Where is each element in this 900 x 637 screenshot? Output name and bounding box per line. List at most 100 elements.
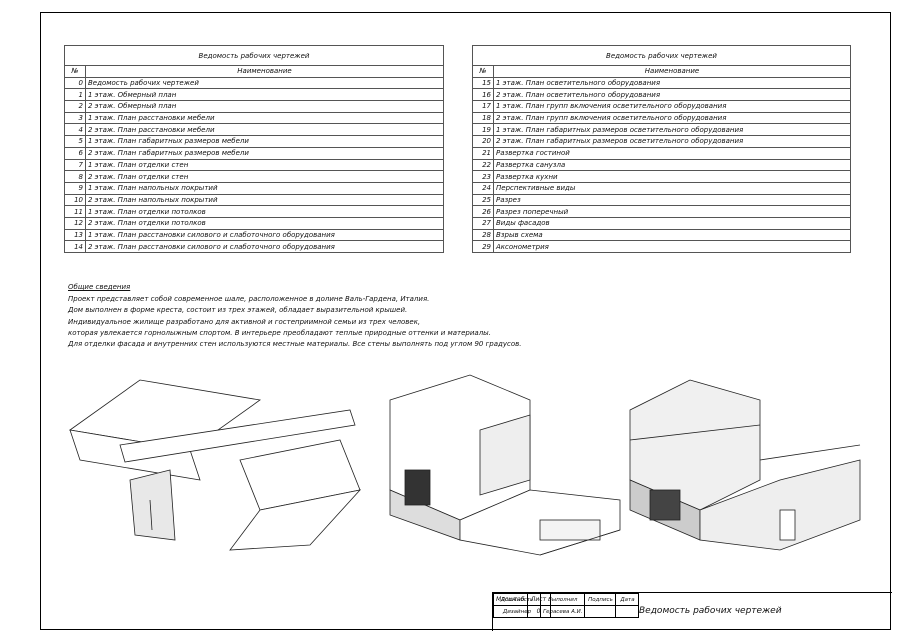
row-number: 3 (64, 111, 86, 125)
row-number: 5 (64, 135, 86, 148)
col-number-header: № (64, 65, 86, 78)
row-number: 10 (64, 193, 86, 207)
row-name: 2 этаж. План габаритных размеров осветит… (493, 135, 851, 148)
row-name: 1 этаж. План габаритных размеров осветит… (493, 123, 851, 137)
row-number: 7 (64, 158, 86, 172)
row-number: 27 (472, 216, 494, 230)
sheet-number: 0 (526, 605, 551, 618)
row-number: 6 (64, 146, 86, 160)
row-number: 15 (472, 76, 494, 90)
roof-model-drawing (68, 379, 362, 551)
row-number: 13 (64, 228, 86, 242)
row-name: Разрез поперечный (493, 205, 851, 218)
row-name: Развертка санузла (493, 158, 851, 172)
col-number-header: № (472, 65, 494, 78)
row-name: 1 этаж. План отделки потолков (85, 205, 444, 218)
title-block: Должность Выполнил Подпись Дата Дизайнер… (492, 592, 892, 631)
row-number: 26 (472, 205, 494, 218)
scale-header: Масштаб (493, 593, 528, 606)
info-line: Дом выполнен в форме креста, состоит из … (68, 306, 408, 315)
row-number: 1 (64, 88, 86, 102)
row-number: 11 (64, 205, 86, 218)
row-name: 1 этаж. План групп включения осветительн… (493, 100, 851, 113)
row-name: Развертка гостиной (493, 146, 851, 160)
sheet-header: Лист (526, 593, 551, 606)
row-name: 2 этаж. План отделки потолков (85, 216, 444, 230)
row-name: Перспективные виды (493, 181, 851, 195)
row-number: 16 (472, 88, 494, 102)
row-number: 28 (472, 228, 494, 242)
signature-header: Подпись (584, 593, 617, 606)
row-number: 14 (64, 240, 86, 253)
row-name: 2 этаж. План осветительного оборудования (493, 88, 851, 102)
row-number: 9 (64, 181, 86, 195)
row-number: 17 (472, 100, 494, 113)
row-name: 1 этаж. План расстановки мебели (85, 111, 444, 125)
row-number: 8 (64, 170, 86, 183)
drawings-register-left: Ведомость рабочих чертежей № Наименовани… (64, 45, 444, 253)
house-section-model (389, 374, 621, 556)
scale-value (493, 605, 528, 618)
general-info-heading: Общие сведения (68, 283, 131, 291)
row-name: 2 этаж. План напольных покрытий (85, 193, 444, 207)
row-name: Разрез (493, 193, 851, 207)
row-number: 23 (472, 170, 494, 183)
row-name: Аксонометрия (493, 240, 851, 253)
row-name: 1 этаж. План габаритных размеров мебели (85, 135, 444, 148)
general-info: Общие сведения Проект представляет собой… (68, 282, 521, 350)
row-name: 1 этаж. Обмерный план (85, 88, 444, 102)
row-name: Развертка кухни (493, 170, 851, 183)
row-name: 2 этаж. План групп включения осветительн… (493, 111, 851, 125)
row-name: 1 этаж. План расстановки силового и слаб… (85, 228, 444, 242)
date-value (615, 605, 640, 618)
performer-value: Герасева А.И. (539, 605, 586, 618)
row-name: 1 этаж. План напольных покрытий (85, 181, 444, 195)
row-name: Ведомость рабочих чертежей (85, 76, 444, 90)
col-name-header: Наименование (85, 65, 444, 78)
house-section-brick-model (629, 379, 861, 551)
info-line: Индивидуальное жилище разработано для ак… (68, 317, 421, 326)
drawing-frame (40, 12, 891, 630)
col-name-header: Наименование (493, 65, 851, 78)
info-line: Для отделки фасада и внутренних стен исп… (68, 340, 522, 349)
drawings-register-right: Ведомость рабочих чертежей № Наименовани… (472, 45, 851, 253)
row-number: 19 (472, 123, 494, 137)
row-number: 20 (472, 135, 494, 148)
row-name: 2 этаж. План габаритных размеров мебели (85, 146, 444, 160)
row-name: Взрыв схема (493, 228, 851, 242)
row-number: 22 (472, 158, 494, 172)
row-number: 29 (472, 240, 494, 253)
row-number: 2 (64, 100, 86, 113)
row-number: 24 (472, 181, 494, 195)
row-name: 2 этаж. План расстановки мебели (85, 123, 444, 137)
row-name: 1 этаж. План отделки стен (85, 158, 444, 172)
row-name: 1 этаж. План осветительного оборудования (493, 76, 851, 90)
row-name: 2 этаж. План отделки стен (85, 170, 444, 183)
